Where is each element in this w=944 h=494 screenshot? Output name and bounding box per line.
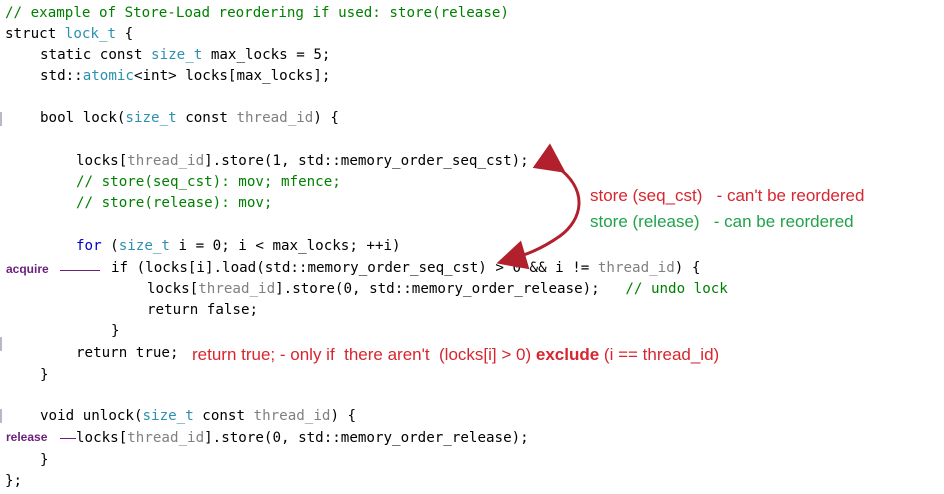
code-line-8: // store(release): mov; — [76, 194, 272, 212]
code-text: locks[ — [147, 281, 199, 297]
code-text: ].store(0, std::memory_order_release); — [275, 281, 600, 297]
code-line-19: }; — [5, 472, 22, 490]
code-line-14: return true; — [76, 344, 179, 362]
code-comment: // store(release): mov; — [76, 195, 273, 211]
code-keyword: int — [142, 68, 169, 84]
code-param: thread_id — [227, 110, 314, 126]
code-text: ) { — [313, 110, 339, 126]
code-keyword: bool — [40, 110, 75, 126]
code-text: > locks[max_locks]; — [168, 68, 331, 84]
code-text: locks[ — [76, 153, 128, 169]
code-type: size_t — [142, 408, 194, 424]
code-line-7: // store(seq_cst): mov; mfence; — [76, 173, 341, 191]
annotation-return-text: return true; - only if there aren't (loc… — [192, 345, 532, 364]
code-line-5: bool lock(size_t const thread_id) { — [40, 109, 339, 127]
code-param: thread_id — [127, 430, 205, 446]
code-text: (locks[i].load(std::memory_order_seq_cst… — [128, 260, 598, 276]
code-line-10: if (locks[i].load(std::memory_order_seq_… — [111, 259, 700, 277]
code-text: ) { — [674, 260, 701, 276]
code-line-9: for (size_t i = 0; i < max_locks; ++i) — [76, 237, 401, 255]
code-keyword: void — [40, 408, 75, 424]
code-keyword: return — [147, 302, 199, 318]
code-line-6: locks[thread_id].store(1, std::memory_or… — [76, 152, 529, 170]
code-text: ].store(1, std::memory_order_seq_cst); — [204, 153, 529, 169]
annotation-return-true: return true; - only if there aren't (loc… — [192, 345, 719, 365]
code-comment: // undo lock — [599, 281, 728, 297]
code-keyword: for — [76, 238, 102, 254]
code-type: size_t — [125, 110, 177, 126]
code-line-12: return false; — [147, 301, 258, 319]
acquire-connector — [60, 270, 100, 271]
code-type: atomic — [82, 68, 134, 84]
code-line-1: // example of Store-Load reordering if u… — [5, 4, 509, 22]
code-type: size_t — [118, 238, 170, 254]
code-text: ) { — [330, 408, 357, 424]
code-line-15: } — [40, 366, 49, 384]
code-text: { — [116, 26, 134, 42]
annotation-condition: (i == thread_id) — [599, 345, 720, 364]
code-keyword: const — [176, 110, 228, 126]
reorder-arrow-curve — [496, 143, 581, 270]
code-keyword: struct — [5, 26, 57, 42]
code-text: }; — [5, 473, 23, 489]
code-keyword: static const — [40, 47, 143, 63]
code-struct-name: lock_t — [56, 26, 117, 42]
code-line-2: struct lock_t { — [5, 25, 133, 43]
code-param: thread_id — [127, 153, 205, 169]
code-text: i = 0; i < max_locks; ++i) — [169, 238, 401, 254]
code-text: < — [133, 68, 143, 84]
code-comment: // example of Store-Load reordering if u… — [5, 5, 509, 21]
gutter-mark — [0, 112, 2, 126]
annotation-release: store (release) - can be reordered — [590, 212, 854, 231]
release-connector — [60, 438, 76, 439]
code-comment: // store(seq_cst): mov; mfence; — [76, 174, 341, 190]
code-line-4: std::atomic<int> locks[max_locks]; — [40, 67, 330, 85]
code-line-3: static const size_t max_locks = 5; — [40, 46, 330, 64]
code-text: ( — [101, 238, 119, 254]
code-type: size_t — [142, 47, 203, 63]
code-text: ; — [249, 302, 259, 318]
code-keyword: false — [198, 302, 250, 318]
code-keyword: true — [127, 345, 170, 361]
code-keyword: return — [76, 345, 128, 361]
code-param: thread_id — [597, 260, 675, 276]
gutter-mark — [0, 409, 2, 423]
code-namespace: std — [40, 68, 66, 84]
code-param: thread_id — [198, 281, 276, 297]
code-text: unlock( — [74, 408, 143, 424]
code-text: ; — [169, 345, 179, 361]
code-text: max_locks = 5; — [202, 47, 331, 63]
code-param: thread_id — [245, 408, 331, 424]
code-text: lock( — [74, 110, 126, 126]
code-text: ].store(0, std::memory_order_release); — [204, 430, 529, 446]
annotation-exclude: exclude — [531, 345, 600, 364]
code-keyword: const — [193, 408, 246, 424]
code-text: locks[ — [76, 430, 128, 446]
release-label: release — [6, 430, 48, 444]
code-scope: :: — [65, 68, 83, 84]
gutter-mark — [0, 337, 2, 351]
code-line-18: } — [40, 451, 49, 469]
code-line-13: } — [111, 322, 120, 340]
annotation-seq-cst: store (seq_cst) - can't be reordered — [590, 186, 865, 205]
code-text: } — [40, 452, 49, 468]
acquire-label: acquire — [6, 262, 49, 276]
code-keyword: if — [111, 260, 129, 276]
code-text: } — [40, 367, 49, 383]
code-text: } — [111, 323, 120, 339]
code-line-11: locks[thread_id].store(0, std::memory_or… — [147, 280, 728, 298]
code-line-17: locks[thread_id].store(0, std::memory_or… — [76, 429, 529, 447]
code-line-16: void unlock(size_t const thread_id) { — [40, 407, 356, 425]
